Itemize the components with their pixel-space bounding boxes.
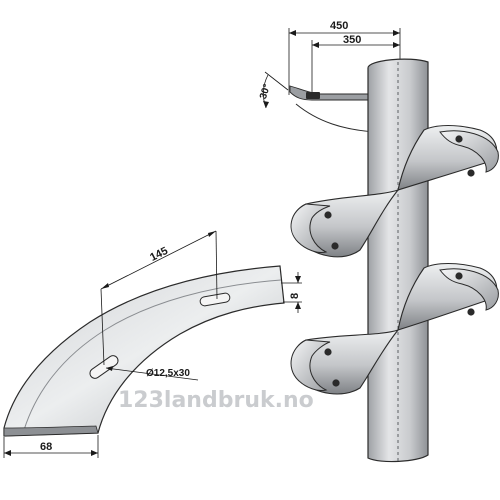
dim-350-label: 350	[343, 34, 361, 46]
bolt-upper-left-1	[324, 211, 332, 219]
blade-detail: 145 8 Ø12,5x30 68	[3, 230, 302, 458]
bolt-upper-right-2	[467, 169, 475, 177]
blade-slot-upper	[199, 292, 231, 307]
blade-edge-shade	[3, 425, 99, 437]
dim-450-label: 450	[330, 20, 348, 32]
bolt-upper-right-1	[455, 135, 463, 143]
blade-bevel-line	[23, 279, 282, 431]
dim-30-degree: 30°	[258, 71, 289, 109]
blade-lower-left	[290, 339, 331, 391]
blade-upper-left	[290, 203, 331, 253]
watermark: 123landbruk.no	[118, 388, 314, 413]
dim-slot: Ø12,5x30	[105, 366, 199, 381]
bolt-upper-left-2	[331, 242, 339, 250]
dim-8-label: 8	[289, 293, 301, 299]
bolt-lower-left-2	[332, 379, 340, 387]
top-flight-curve	[295, 103, 377, 133]
dim-450: 450	[288, 20, 401, 95]
top-blade-edge	[289, 85, 377, 101]
bolt-lower-right-2	[467, 308, 475, 316]
dim-145-label: 145	[148, 245, 170, 264]
dim-350: 350	[311, 34, 400, 95]
dim-68-label: 68	[40, 441, 52, 453]
bolt-lower-left-1	[324, 348, 332, 356]
bolt-lower-right-1	[455, 272, 463, 280]
dim-68: 68	[3, 435, 99, 458]
dim-8: 8	[281, 272, 302, 313]
blade-slot-lower	[89, 355, 119, 379]
dim-slot-label: Ø12,5x30	[146, 368, 190, 379]
dim-30-label: 30°	[258, 83, 273, 101]
blade-lower-right	[439, 268, 499, 311]
auger-assembly: 450 350 30°	[258, 20, 499, 463]
blade-upper-right	[439, 130, 499, 173]
top-blade-bolt	[306, 92, 320, 99]
